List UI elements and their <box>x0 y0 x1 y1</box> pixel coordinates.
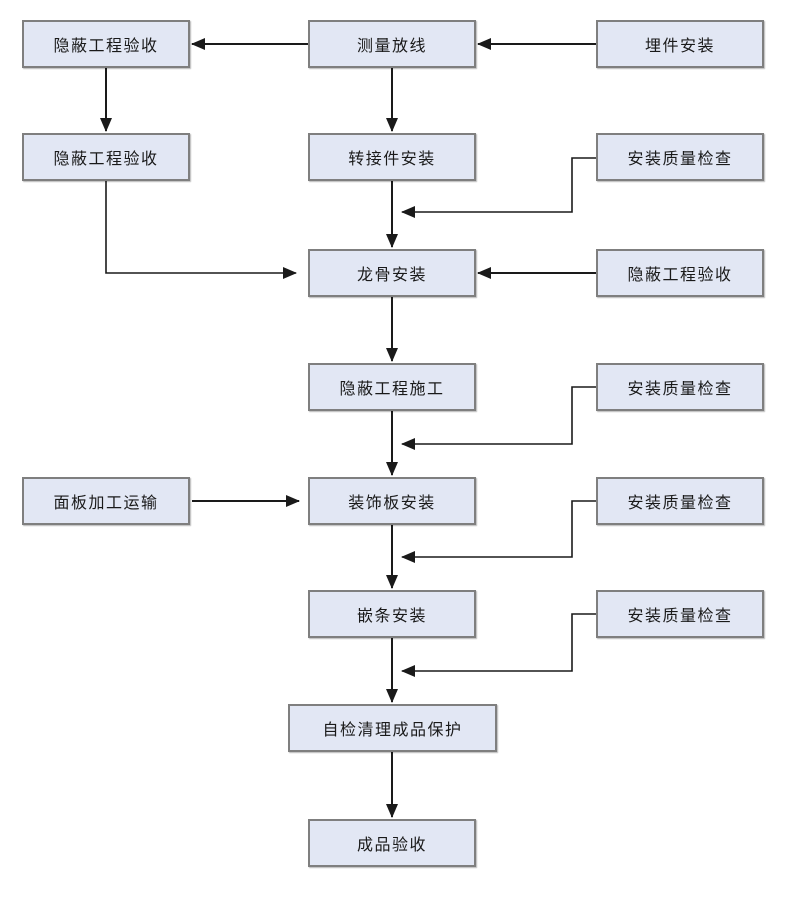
node-install-quality-check-4: 安装质量检查 <box>596 590 764 638</box>
node-install-quality-check-3: 安装质量检查 <box>596 477 764 525</box>
edge-qc3-to-inlay-link <box>401 500 596 563</box>
node-keel-install: 龙骨安装 <box>308 249 476 297</box>
node-hidden-work-acceptance-1: 隐蔽工程验收 <box>22 20 190 68</box>
node-inlay-strip-install: 嵌条安装 <box>308 590 476 638</box>
node-hidden-work-acceptance-3: 隐蔽工程验收 <box>596 249 764 297</box>
node-decorative-panel-install: 装饰板安装 <box>308 477 476 525</box>
node-hidden-work-construction: 隐蔽工程施工 <box>308 363 476 411</box>
edge-qc4-to-selfcheck-link <box>401 613 596 677</box>
node-install-quality-check-2: 安装质量检查 <box>596 363 764 411</box>
edge-hidden2-to-keel <box>105 181 297 279</box>
node-finished-product-acceptance: 成品验收 <box>308 819 476 867</box>
edge-qc2-to-decorative-link <box>401 386 596 450</box>
node-measure-layout: 测量放线 <box>308 20 476 68</box>
node-self-check-clean-protect: 自检清理成品保护 <box>288 704 497 752</box>
node-install-quality-check-1: 安装质量检查 <box>596 133 764 181</box>
edge-qc1-to-keel-link <box>401 157 596 218</box>
node-panel-processing-transport: 面板加工运输 <box>22 477 190 525</box>
node-hidden-work-acceptance-2: 隐蔽工程验收 <box>22 133 190 181</box>
node-adapter-install: 转接件安装 <box>308 133 476 181</box>
node-embed-install: 埋件安装 <box>596 20 764 68</box>
